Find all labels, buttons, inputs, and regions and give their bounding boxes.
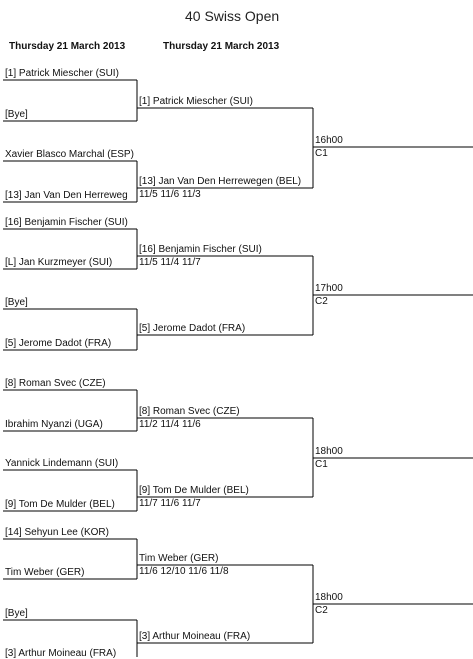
round1-date-header: Thursday 21 March 2013 xyxy=(9,41,126,52)
round1-player-name[interactable]: [1] Patrick Miescher (SUI) xyxy=(5,68,119,79)
round2-score: 11/7 11/6 11/7 xyxy=(139,498,201,509)
round2-player-name[interactable]: Tim Weber (GER) xyxy=(139,553,219,564)
match-time: 18h00 xyxy=(315,592,343,603)
round1-player-name[interactable]: [L] Jan Kurzmeyer (SUI) xyxy=(5,257,113,268)
round2-score: 11/5 11/4 11/7 xyxy=(139,257,201,268)
page-title: 40 Swiss Open xyxy=(185,8,280,24)
round2-player-name[interactable]: [9] Tom De Mulder (BEL) xyxy=(139,485,249,496)
match-time: 17h00 xyxy=(315,283,343,294)
match-court: C1 xyxy=(315,459,328,470)
round2-player-name[interactable]: [13] Jan Van Den Herrewegen (BEL) xyxy=(139,176,302,187)
round1-player-name[interactable]: [16] Benjamin Fischer (SUI) xyxy=(5,217,128,228)
round1-player-name[interactable]: Yannick Lindemann (SUI) xyxy=(5,458,119,469)
round1-player-name[interactable]: [Bye] xyxy=(5,109,28,120)
round1-player-name[interactable]: [13] Jan Van Den Herreweg xyxy=(5,190,128,201)
round1-player-name[interactable]: [8] Roman Svec (CZE) xyxy=(5,378,106,389)
match-time: 18h00 xyxy=(315,446,343,457)
match-court: C2 xyxy=(315,296,328,307)
round2-score: 11/6 12/10 11/6 11/8 xyxy=(139,566,229,577)
round1-player-name[interactable]: [14] Sehyun Lee (KOR) xyxy=(5,527,109,538)
round1-player-name[interactable]: [9] Tom De Mulder (BEL) xyxy=(5,499,115,510)
round2-player-name[interactable]: [8] Roman Svec (CZE) xyxy=(139,406,240,417)
match-court: C2 xyxy=(315,605,328,616)
round2-player-name[interactable]: [16] Benjamin Fischer (SUI) xyxy=(139,244,262,255)
round2-player-name[interactable]: [1] Patrick Miescher (SUI) xyxy=(139,96,253,107)
match-court: C1 xyxy=(315,148,328,159)
round1-player-name[interactable]: [5] Jerome Dadot (FRA) xyxy=(5,338,112,349)
round2-score: 11/5 11/6 11/3 xyxy=(139,189,201,200)
round1-player-name[interactable]: Tim Weber (GER) xyxy=(5,567,85,578)
match-time: 16h00 xyxy=(315,135,343,146)
round1-player-name[interactable]: Xavier Blasco Marchal (ESP) xyxy=(5,149,134,160)
round1-player-name[interactable]: [3] Arthur Moineau (FRA) xyxy=(5,648,117,659)
round2-score: 11/2 11/4 11/6 xyxy=(139,419,201,430)
round2-date-header: Thursday 21 March 2013 xyxy=(163,41,280,52)
round1-player-name[interactable]: [Bye] xyxy=(5,297,28,308)
round2-player-name[interactable]: [3] Arthur Moineau (FRA) xyxy=(139,631,251,642)
round1-player-name[interactable]: [Bye] xyxy=(5,608,28,619)
round1-player-name[interactable]: Ibrahim Nyanzi (UGA) xyxy=(5,419,103,430)
round2-player-name[interactable]: [5] Jerome Dadot (FRA) xyxy=(139,323,246,334)
